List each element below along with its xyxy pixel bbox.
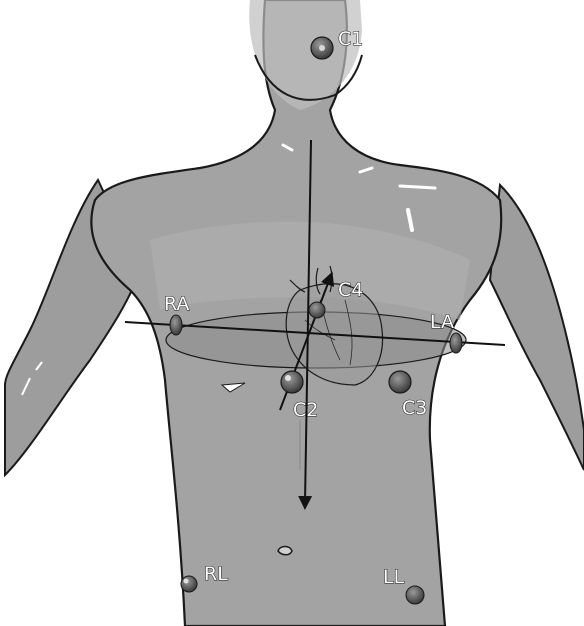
electrode-ll-icon bbox=[406, 586, 424, 604]
shoulder-highlight-left bbox=[400, 186, 435, 188]
navel-mark bbox=[278, 547, 292, 555]
electrode-c1-icon bbox=[311, 37, 333, 59]
label-c4: C4 bbox=[338, 279, 363, 301]
left-arm-shape bbox=[490, 185, 584, 470]
electrode-c4-icon bbox=[309, 302, 325, 318]
label-ll: LL bbox=[383, 566, 405, 588]
electrode-c2-icon bbox=[281, 371, 303, 393]
label-c2: C2 bbox=[293, 399, 318, 421]
label-c3: C3 bbox=[402, 397, 427, 419]
label-rl: RL bbox=[204, 563, 228, 585]
label-c1: C1 bbox=[338, 28, 363, 50]
electrode-la-icon bbox=[450, 333, 462, 353]
label-ra: RA bbox=[164, 293, 189, 315]
neck-highlight bbox=[249, 0, 362, 110]
electrode-rl-icon bbox=[181, 576, 197, 592]
electrode-ra-icon bbox=[170, 315, 182, 335]
label-la: LA bbox=[430, 311, 454, 333]
electrode-c3-icon bbox=[389, 371, 411, 393]
